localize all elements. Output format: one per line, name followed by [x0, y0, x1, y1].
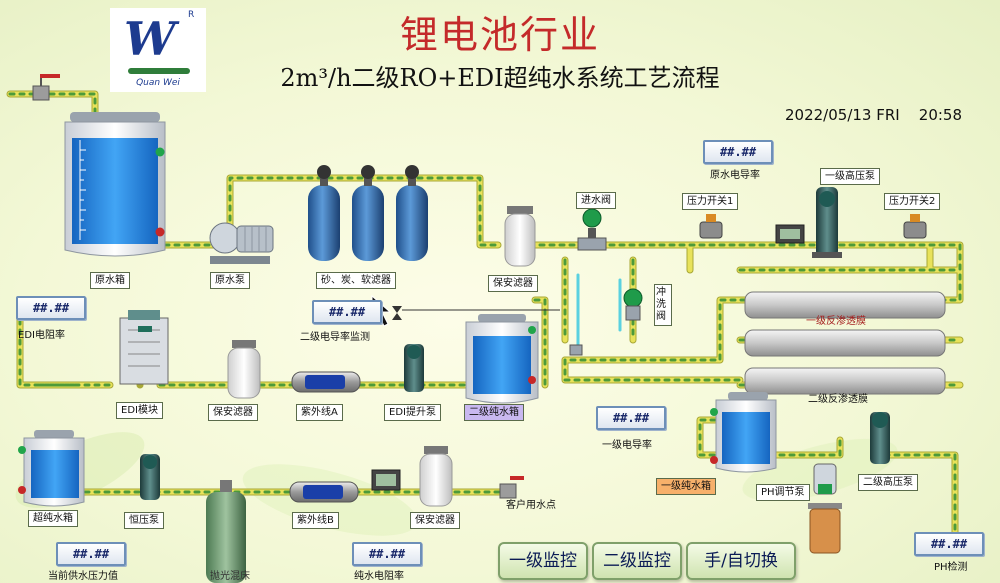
pressure-switch-1[interactable] [699, 214, 723, 239]
label-raw-conductivity: 原水电导率 [710, 170, 760, 181]
process-subtitle: 2m³/h二级RO+EDI超纯水系统工艺流程 [280, 64, 720, 92]
page-title: 锂电池行业 [399, 13, 600, 57]
label-raw-pump: 原水泵 [210, 272, 250, 289]
datetime-display: 2022/05/13 FRI 20:58 [785, 106, 962, 124]
ro2-membrane[interactable] [744, 367, 946, 395]
customer-outlet-valve[interactable] [499, 476, 524, 499]
label-ro2-membrane: 二级反渗透膜 [808, 394, 868, 405]
pure-resistivity-sensor[interactable] [371, 469, 401, 491]
label-hp-pump-1: 一级高压泵 [820, 168, 880, 185]
label-hp-pump-2: 二级高压泵 [858, 474, 918, 491]
label-edi-lift-pump: EDI提升泵 [384, 404, 441, 421]
edi-lift-pump[interactable] [404, 344, 424, 392]
safety-filter-1[interactable] [504, 206, 536, 267]
label-ro2-conductivity-monitor: 二级电导率监测 [300, 332, 370, 343]
label-safety-filter-2: 保安滤器 [208, 404, 258, 421]
label-filters: 砂、炭、软滤器 [316, 272, 396, 289]
label-polish-column: 抛光混床 [210, 571, 250, 582]
time-text: 20:58 [918, 106, 963, 124]
label-ro1-membrane: 一级反渗透膜 [806, 316, 866, 327]
label-flush-valve: 冲洗阀 [654, 284, 672, 326]
label-ph-detect: PH检测 [934, 562, 968, 573]
label-uv-b: 紫外线B [292, 512, 339, 529]
uv-sterilizer-a[interactable] [291, 371, 361, 393]
ph-detect-meter[interactable]: ##.## [914, 532, 984, 556]
manual-auto-toggle-button[interactable]: 手/自切换 [686, 542, 796, 580]
label-customer-point: 客户用水点 [506, 500, 556, 511]
ro2-product-tank[interactable] [465, 314, 539, 404]
label-raw-tank: 原水箱 [90, 272, 130, 289]
label-uhp-tank: 超纯水箱 [28, 510, 78, 527]
logo-text: Quan Wei [136, 78, 180, 88]
high-pressure-pump-2[interactable] [870, 412, 890, 464]
raw-conductivity-sensor[interactable] [775, 224, 805, 244]
ro1-monitor-button[interactable]: 一级监控 [498, 542, 588, 580]
label-pressure-switch-1: 压力开关1 [682, 193, 739, 210]
label-ro2-tank: 二级纯水箱 [464, 404, 524, 421]
label-uv-a: 紫外线A [296, 404, 343, 421]
date-text: 2022/05/13 FRI [785, 106, 900, 124]
label-edi-resistivity: EDI电阻率 [18, 330, 65, 341]
inlet-handvalve[interactable] [32, 74, 60, 101]
multimedia-filters[interactable] [308, 165, 428, 261]
polishing-column[interactable] [206, 480, 246, 583]
pressure-switch-2[interactable] [903, 214, 927, 239]
ro1-conductivity-meter[interactable]: ##.## [596, 406, 666, 430]
label-ro1-tank: 一级纯水箱 [656, 478, 716, 495]
ph-chemical-tank[interactable] [808, 503, 842, 554]
label-booster-pump: 恒压泵 [124, 512, 164, 529]
edi-module[interactable] [119, 310, 169, 385]
raw-water-pump[interactable] [209, 222, 274, 264]
ro1-product-tank[interactable] [710, 392, 777, 473]
raw-conductivity-meter[interactable]: ##.## [703, 140, 773, 164]
company-logo: W R Quan Wei [110, 8, 206, 92]
ph-dosing-pump[interactable] [813, 463, 837, 495]
label-safety-filter-1: 保安滤器 [488, 275, 538, 292]
uv-sterilizer-b[interactable] [289, 481, 359, 503]
ultrapure-water-tank[interactable] [18, 430, 85, 507]
logo-registered-mark: R [188, 10, 195, 20]
label-inlet-valve: 进水阀 [576, 192, 616, 209]
safety-filter-3[interactable] [419, 446, 453, 507]
label-supply-pressure: 当前供水压力值 [48, 571, 118, 582]
safety-filter-2[interactable] [227, 340, 261, 399]
flush-valve[interactable] [569, 288, 643, 356]
edi-resistivity-meter[interactable]: ##.## [16, 296, 86, 320]
ro2-monitor-button[interactable]: 二级监控 [592, 542, 682, 580]
ro2-conductivity-meter[interactable]: ##.## [312, 300, 382, 324]
ro1-membranes[interactable] [744, 291, 946, 357]
label-pure-resistivity: 纯水电阻率 [354, 571, 404, 582]
label-ro1-conductivity: 一级电导率 [602, 440, 652, 451]
label-edi-module: EDI模块 [116, 402, 163, 419]
logo-swoosh-icon [128, 68, 190, 74]
pure-resistivity-meter[interactable]: ##.## [352, 542, 422, 566]
raw-tank-high-level-indicator [155, 147, 165, 157]
raw-water-tank[interactable] [64, 112, 166, 257]
logo-mark-icon: W [124, 12, 176, 66]
label-safety-filter-3: 保安滤器 [410, 512, 460, 529]
label-pressure-switch-2: 压力开关2 [884, 193, 941, 210]
label-ph-pump: PH调节泵 [756, 484, 810, 501]
supply-pressure-meter[interactable]: ##.## [56, 542, 126, 566]
raw-tank-low-level-indicator [155, 227, 165, 237]
high-pressure-pump-1[interactable] [812, 187, 842, 258]
constant-pressure-pump[interactable] [140, 454, 160, 500]
inlet-solenoid-valve[interactable] [577, 208, 607, 251]
